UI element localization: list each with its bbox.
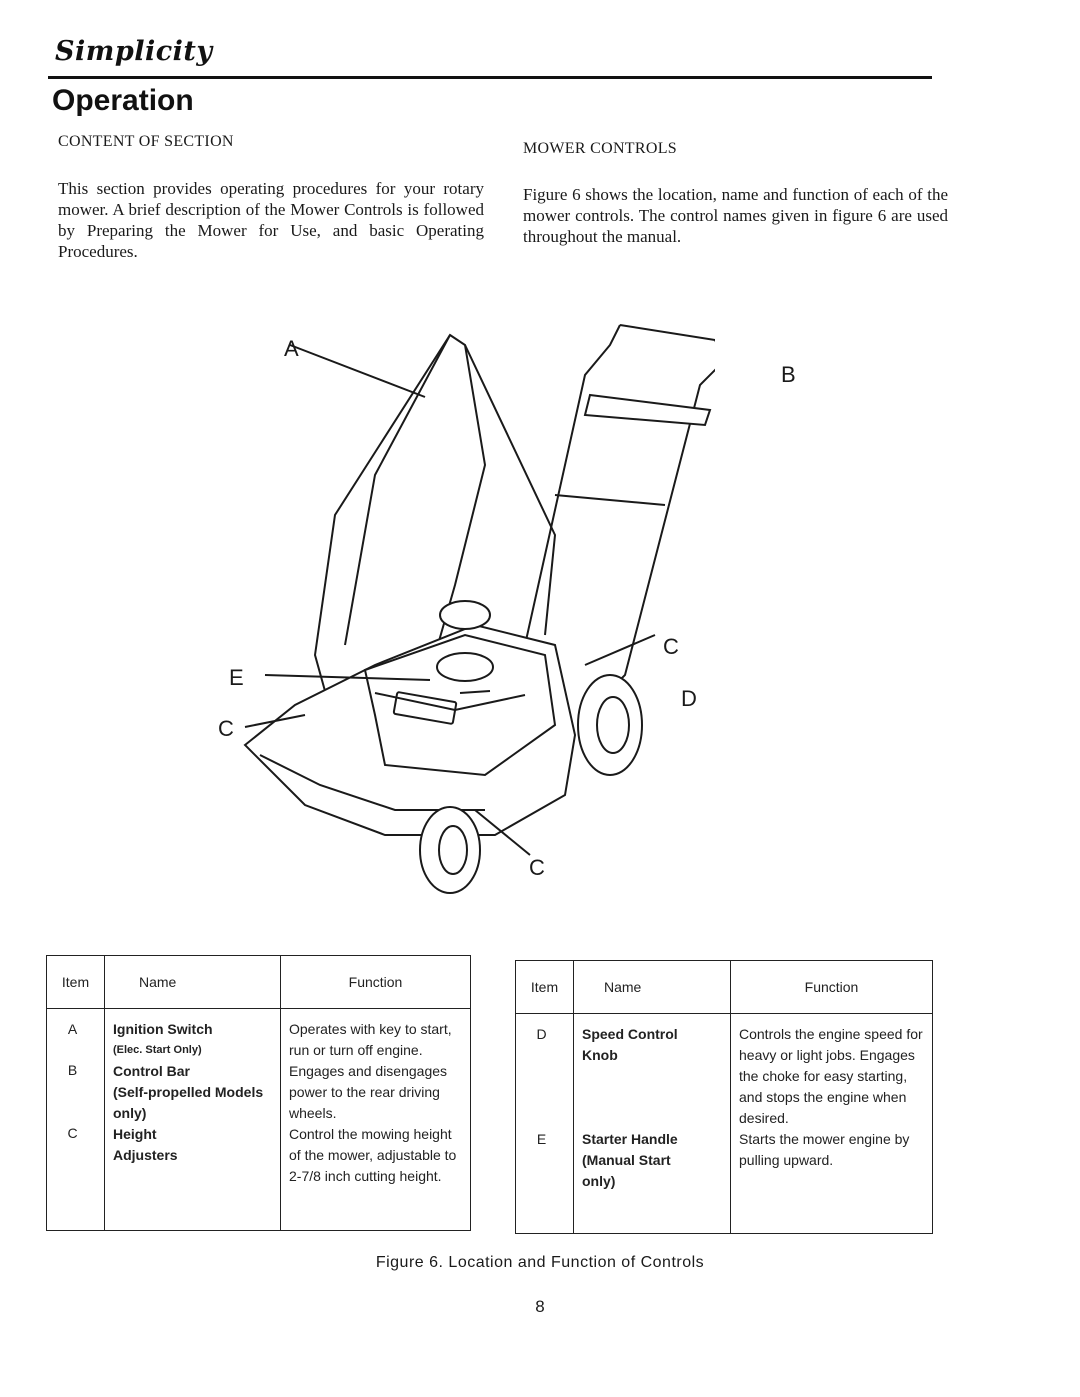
row-item: B — [67, 1062, 78, 1078]
name-control-bar: Control Bar — [113, 1063, 190, 1079]
function-height-adjusters: Control the mowing height of the mower, … — [289, 1126, 457, 1184]
callout-a: A — [284, 336, 299, 361]
controls-table-right: Item Name Function D E Speed Control Kno… — [515, 960, 933, 1234]
mower-illustration — [225, 315, 735, 930]
row-item: A — [67, 1021, 78, 1037]
controls-table-left: Item Name Function A B C Ignition Switch… — [46, 955, 471, 1231]
function-ignition-switch: Operates with key to start, run or turn … — [289, 1021, 452, 1058]
col-name: Name — [104, 955, 281, 1009]
row-item: D — [536, 1026, 547, 1042]
page-number: 8 — [535, 1297, 545, 1316]
header-rule — [48, 76, 932, 79]
callout-c-left: C — [218, 716, 234, 741]
callout-c-lower: C — [529, 855, 545, 880]
name-sub-control-bar: (Self-propelled Models only) — [113, 1084, 264, 1121]
callout-d: D — [681, 686, 697, 711]
content-of-section-text: This section provides operating procedur… — [58, 179, 484, 261]
name-ignition-switch: Ignition Switch — [113, 1021, 213, 1037]
function-speed-control-knob: Controls the engine speed for heavy or l… — [739, 1026, 923, 1126]
function-control-bar: Engages and disengages power to the rear… — [289, 1063, 448, 1121]
name-sub-starter-handle: (Manual Start only) — [582, 1152, 671, 1189]
brand-logo: Simplicity — [55, 36, 213, 67]
col-name: Name — [573, 960, 731, 1014]
figure-caption: Figure 6. Location and Function of Contr… — [375, 1254, 705, 1271]
col-item: Item — [46, 955, 105, 1009]
function-starter-handle: Starts the mower engine by pulling upwar… — [739, 1131, 910, 1168]
row-item: C — [67, 1125, 78, 1141]
mower-controls-heading: MOWER CONTROLS — [523, 140, 677, 157]
content-of-section-heading: CONTENT OF SECTION — [58, 133, 234, 150]
col-function: Function — [730, 960, 933, 1014]
col-item: Item — [515, 960, 574, 1014]
callout-e: E — [229, 665, 244, 690]
name-height-adjusters: Height Adjusters — [113, 1126, 178, 1163]
name-speed-control-knob: Speed Control Knob — [582, 1026, 678, 1063]
col-function: Function — [280, 955, 471, 1009]
callout-c-upper: C — [663, 634, 679, 659]
page-title: Operation — [52, 84, 194, 117]
name-sub-ignition: (Elec. Start Only) — [113, 1044, 202, 1056]
mower-controls-text: Figure 6 shows the location, name and fu… — [523, 185, 948, 246]
callout-b: B — [781, 362, 796, 387]
row-item: E — [536, 1131, 547, 1147]
name-starter-handle: Starter Handle — [582, 1131, 678, 1147]
